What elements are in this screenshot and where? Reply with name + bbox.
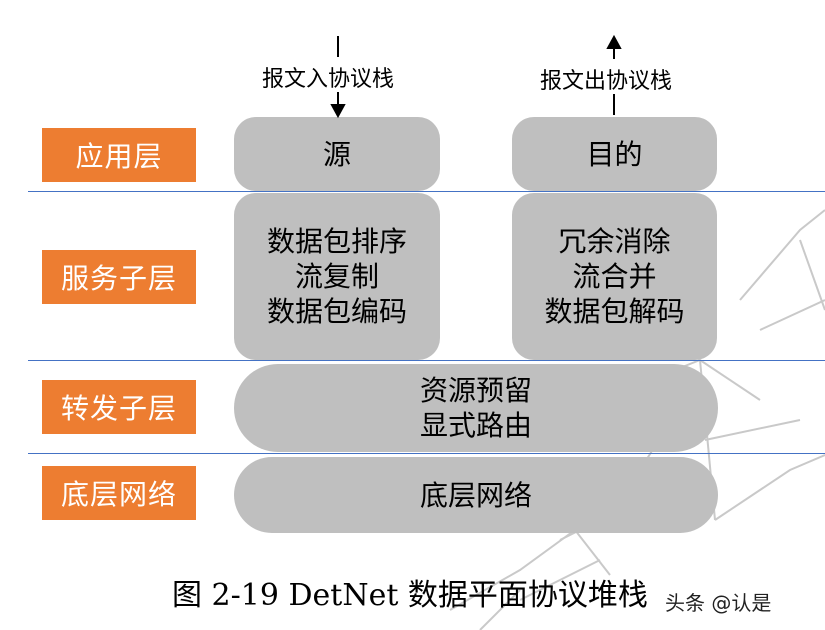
service-right-box: 冗余消除 流合并 数据包解码 (512, 193, 717, 360)
divider-line-2 (28, 360, 825, 361)
service-right-line: 冗余消除 (558, 225, 671, 258)
divider-line-3 (28, 453, 825, 454)
service-right-line: 数据包解码 (544, 295, 685, 328)
service-left-line: 数据包排序 (266, 225, 407, 258)
forwarding-line: 资源预留 (419, 374, 532, 407)
inbound-label: 报文入协议栈 (262, 67, 395, 92)
destination-text: 目的 (586, 137, 643, 171)
figure-caption: 图 2-19 DetNet 数据平面协议堆栈 (172, 578, 648, 613)
destination-box: 目的 (512, 117, 717, 191)
bottom-network-text: 底层网络 (419, 478, 532, 512)
outbound-label: 报文出协议栈 (540, 69, 673, 94)
forwarding-box: 资源预留 显式路由 (234, 364, 718, 452)
source-text: 源 (322, 137, 351, 171)
divider-line-1 (28, 191, 825, 192)
layer-label-forwarding: 转发子层 (42, 380, 196, 434)
layer-label-service: 服务子层 (42, 250, 196, 304)
inbound-arrowhead (330, 104, 346, 119)
layer-label-application: 应用层 (42, 128, 196, 182)
bottom-network-box: 底层网络 (234, 457, 718, 533)
service-right-line: 流合并 (572, 260, 657, 293)
layer-label-bottom: 底层网络 (42, 466, 196, 520)
service-left-box: 数据包排序 流复制 数据包编码 (234, 193, 440, 360)
service-left-line: 数据包编码 (266, 295, 407, 328)
service-left-line: 流复制 (294, 260, 379, 293)
source-credit: 头条 @认是 (665, 591, 772, 615)
forwarding-line: 显式路由 (419, 409, 532, 442)
source-box: 源 (234, 117, 440, 191)
